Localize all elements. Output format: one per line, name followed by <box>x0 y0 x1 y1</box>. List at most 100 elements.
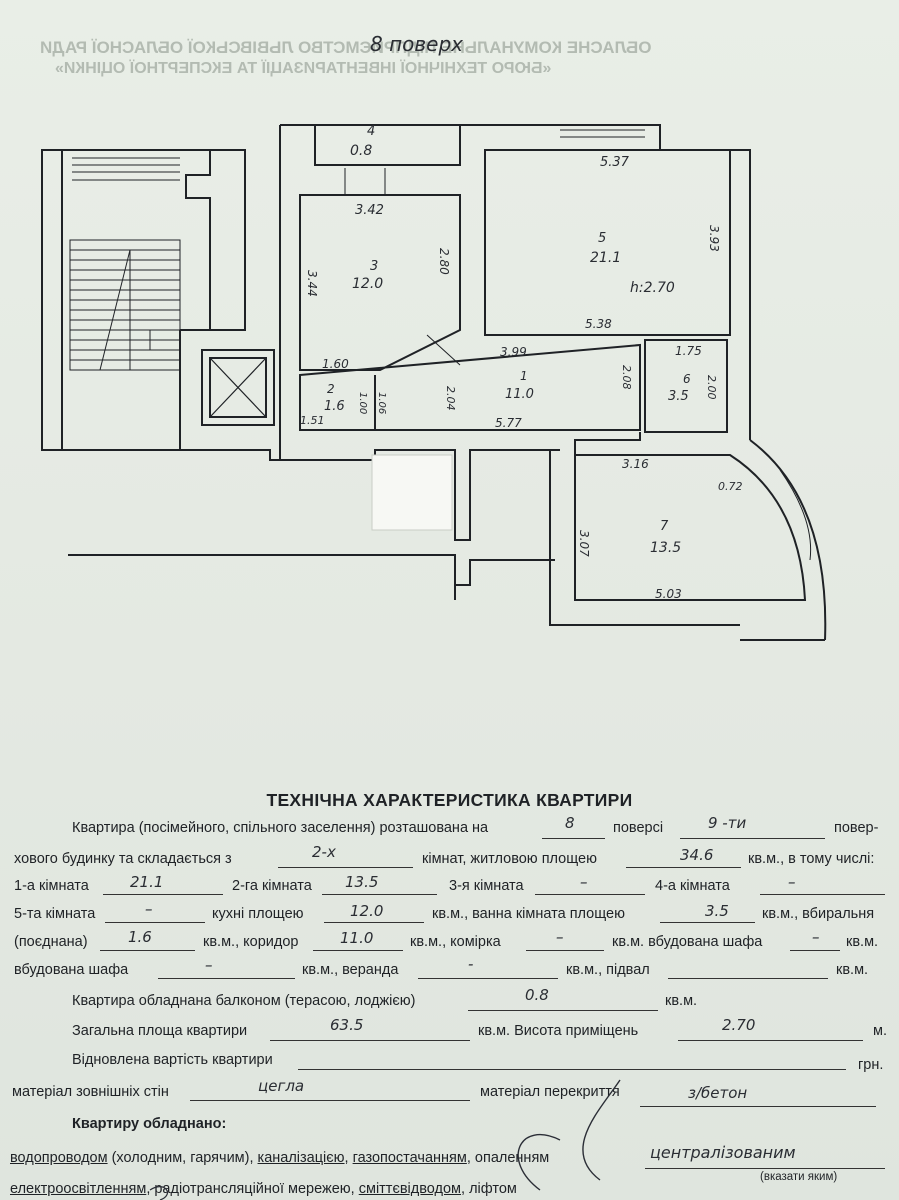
room-3-number: 3 <box>370 259 378 274</box>
wall-stair-bottom <box>62 330 181 451</box>
cost-line <box>298 1069 846 1070</box>
dim-3-99: 3.99 <box>500 345 527 359</box>
wardrobe-value: – <box>812 928 820 946</box>
room4-value: – <box>788 873 796 891</box>
electric-lighting: електроосвітленням <box>10 1181 147 1197</box>
floor-heading: 8 поверх <box>370 32 464 56</box>
room2-value: 13.5 <box>345 873 379 891</box>
kitchen-line <box>324 922 424 923</box>
balcony-4 <box>314 124 461 166</box>
room-1-number: 1 <box>520 369 528 383</box>
sewage: каналізацією <box>257 1150 345 1166</box>
room-5-living <box>484 149 731 336</box>
dim-3-44: 3.44 <box>305 270 319 297</box>
corridor-value: 11.0 <box>340 929 374 947</box>
utilities-line-2: електроосвітленням, радіотрансляційної м… <box>10 1181 517 1197</box>
total-area-value: 63.5 <box>330 1016 364 1034</box>
bath-line <box>660 922 755 923</box>
balcony-unit: кв.м. <box>665 993 698 1009</box>
total-line <box>270 1040 470 1041</box>
row2-living-value: 34.6 <box>680 846 714 864</box>
balcony-line <box>468 1010 658 1011</box>
row4-label-5: 5-та кімната <box>14 906 96 922</box>
row6-unit: кв.м. <box>836 962 869 978</box>
wall-material-label: матеріал зовнішніх стін <box>12 1084 169 1100</box>
row3-label-4: 4-а кімната <box>655 878 730 894</box>
row2-rooms-line <box>278 867 413 868</box>
room-6-number: 6 <box>683 372 691 386</box>
basement-line <box>668 978 828 979</box>
row4-bath-label: кв.м., ванна кімната площею <box>432 906 625 922</box>
dim-1-06: 1.06 <box>376 392 387 414</box>
dim-3-16: 3.16 <box>622 457 649 471</box>
elevator: ліфтом <box>469 1181 517 1197</box>
room-2-number: 2 <box>327 382 335 396</box>
sep-3: , <box>461 1181 470 1197</box>
room-3-kitchen <box>299 194 461 371</box>
row6-wardrobe2-label: вбудована шафа <box>14 962 129 978</box>
dim-3-93: 3.93 <box>707 225 721 252</box>
height-label: кв.м. Висота приміщень <box>478 1023 639 1039</box>
row5-combined-label: (поєднана) <box>14 934 88 950</box>
room-4-area: 0.8 <box>350 143 372 159</box>
room-1-area: 11.0 <box>505 387 534 402</box>
room4-line <box>760 894 885 895</box>
room-3-area: 12.0 <box>352 276 383 292</box>
dim-5-77: 5.77 <box>495 416 522 430</box>
wardrobe-line <box>790 950 840 951</box>
util-rest: , радіотрансляційної мережею, <box>146 1181 359 1197</box>
wardrobe2-value: – <box>205 956 213 974</box>
room3-line <box>535 894 645 895</box>
equipped-heading: Квартиру обладнано: <box>72 1116 227 1132</box>
row5-storage-label: кв.м., комірка <box>410 934 501 950</box>
room-6-bathroom <box>644 339 728 433</box>
heating-value: централізованим <box>650 1143 796 1162</box>
gas-supply: газопостачанням <box>352 1150 467 1166</box>
storage-value: – <box>556 928 564 946</box>
wall-shaft-column <box>210 149 246 331</box>
sep-1: , <box>344 1150 353 1166</box>
height-line <box>678 1040 863 1041</box>
stair-flight <box>69 157 181 371</box>
room5-line <box>105 922 205 923</box>
row4-kitchen-label: кухні площею <box>212 906 304 922</box>
sep-2: , <box>466 1150 475 1166</box>
row5-unit: кв.м. <box>846 934 879 950</box>
utilities-line-1: водопроводом (холодним, гарячим), каналі… <box>10 1150 549 1166</box>
elevator-shaft <box>201 349 275 426</box>
room-6-area: 3.5 <box>668 389 689 404</box>
room-5-area: 21.1 <box>590 250 621 266</box>
floor-plan: 4 0.8 3.42 3 12.0 3.44 2.80 1.60 5.37 5 … <box>41 124 827 641</box>
row6-basement-label: кв.м., підвал <box>566 962 650 978</box>
specify-hint: (вказати яким) <box>760 1171 838 1183</box>
wall-building-south <box>68 554 555 586</box>
wall-material-value: цегла <box>258 1077 305 1095</box>
dim-1-51: 1.51 <box>300 414 325 427</box>
dim-0-72: 0.72 <box>718 480 743 493</box>
restored-cost-label: Відновлена вартість квартири <box>72 1052 273 1068</box>
dim-2-00: 2.00 <box>705 375 718 400</box>
toilet-line <box>100 950 195 951</box>
height-unit: м. <box>873 1023 887 1039</box>
wall-landing <box>180 449 550 541</box>
corridor-line <box>313 950 403 951</box>
row3-label-3: 3-я кімната <box>449 878 524 894</box>
row1-text-b: поверсі <box>613 820 664 836</box>
dim-2-04: 2.04 <box>444 386 457 411</box>
room-5-number: 5 <box>598 231 606 246</box>
row1-text: Квартира (посімейного, спільного заселен… <box>72 820 489 836</box>
veranda-value: - <box>468 955 474 973</box>
dim-1-00: 1.00 <box>357 392 368 414</box>
row4-toilet-label: кв.м., вбиральня <box>762 906 875 922</box>
wall-stair-top <box>62 149 211 331</box>
row5-corridor-label: кв.м., коридор <box>203 934 299 950</box>
row2-text: хового будинку та складається з <box>14 851 232 867</box>
room-1-corridor <box>299 343 641 431</box>
balcony-value: 0.8 <box>525 986 549 1004</box>
heating-line <box>645 1168 885 1169</box>
dim-3-07: 3.07 <box>577 530 591 557</box>
dim-5-03: 5.03 <box>655 587 682 601</box>
dim-3-42: 3.42 <box>355 203 384 218</box>
heating-label: опаленням <box>474 1150 550 1166</box>
room-4-number: 4 <box>367 124 375 139</box>
